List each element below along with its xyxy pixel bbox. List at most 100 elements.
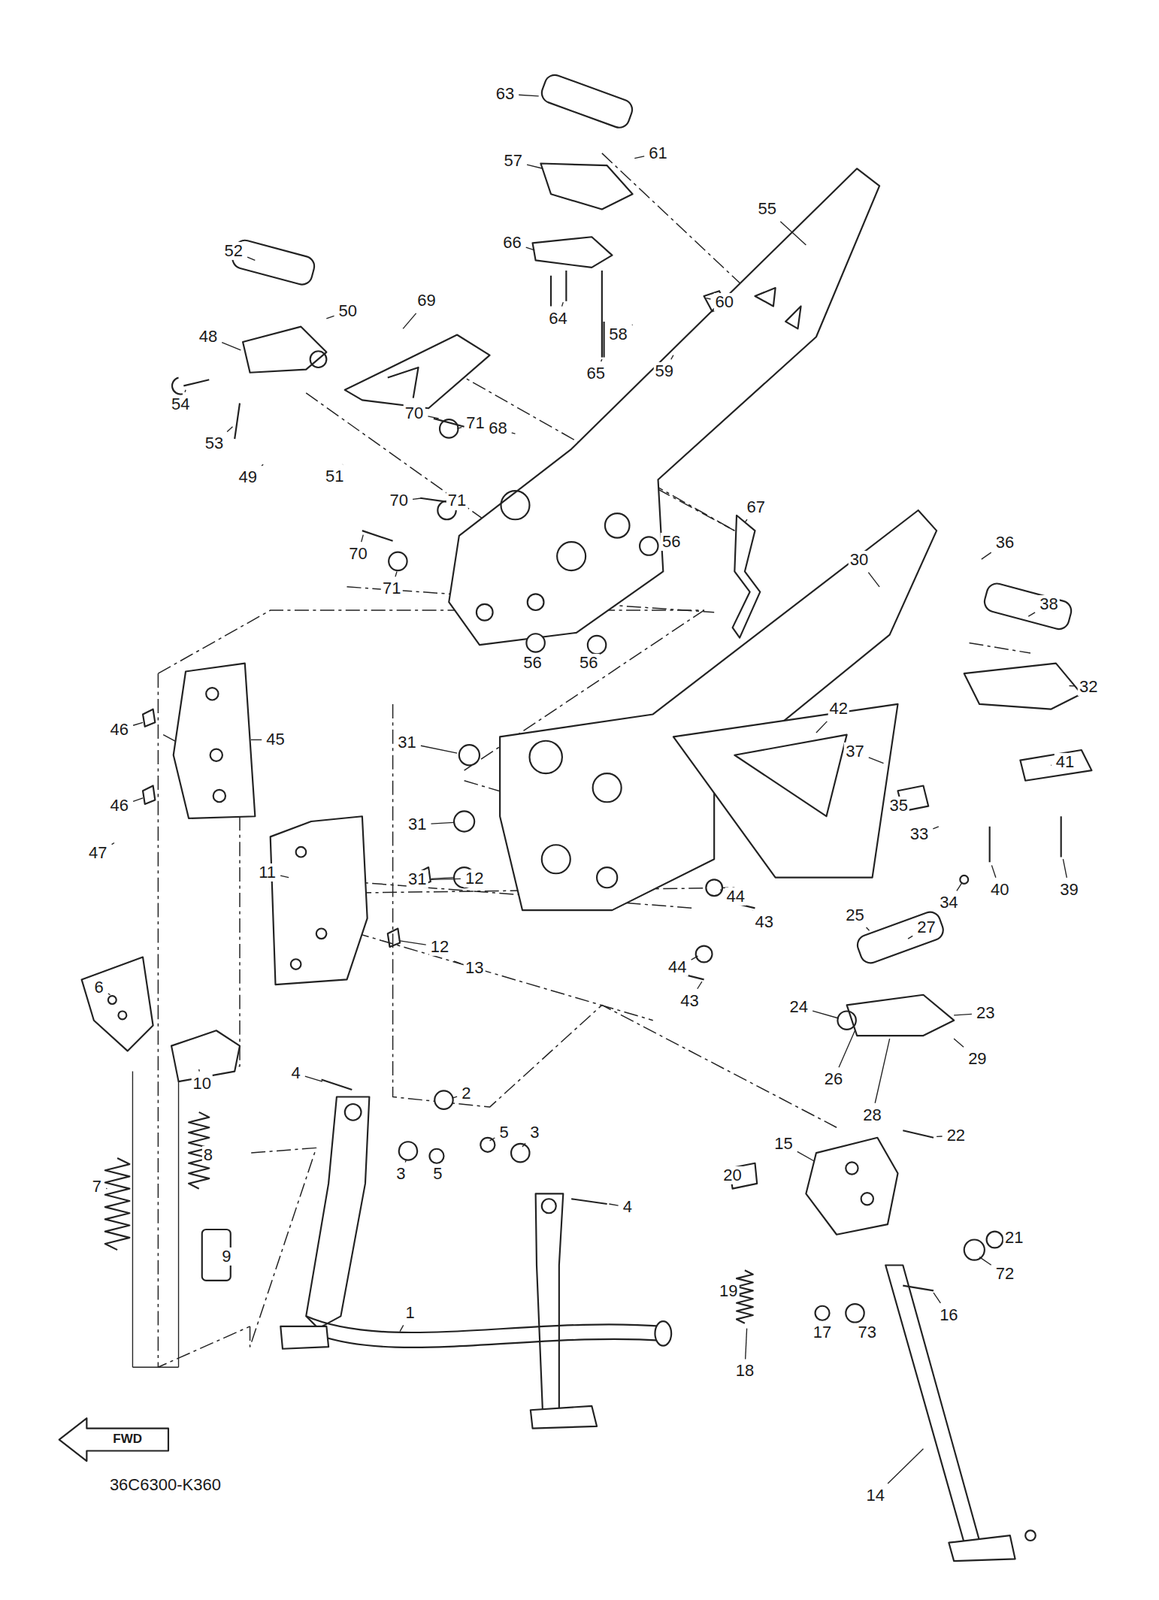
- callout-number: 52: [223, 242, 245, 261]
- callout-number: 70: [387, 491, 409, 510]
- callout-number: 43: [753, 913, 775, 932]
- leader-line: [932, 826, 939, 830]
- callout-number: 31: [406, 870, 428, 889]
- callout-number: 66: [501, 233, 523, 252]
- callout-number: 29: [966, 1050, 988, 1069]
- callout-number: 11: [257, 862, 278, 881]
- leader-line: [226, 426, 233, 433]
- callout-number: 19: [717, 1282, 739, 1301]
- callout-number: 69: [415, 291, 437, 310]
- callout-number: 67: [745, 498, 767, 517]
- callout-number: 9: [220, 1247, 233, 1266]
- callout-number: 25: [844, 905, 866, 924]
- leader-line: [133, 722, 143, 726]
- callout-number: 45: [264, 730, 286, 749]
- callout-number: 42: [828, 699, 850, 718]
- leader-line: [420, 745, 457, 754]
- callout-number: 2: [459, 1084, 473, 1103]
- callout-number: 38: [1037, 594, 1060, 613]
- leader-line: [305, 1076, 323, 1082]
- leader-line: [816, 721, 827, 733]
- callout-number: 37: [844, 742, 866, 761]
- callout-number: 14: [864, 1486, 886, 1505]
- leader-line: [1062, 859, 1067, 878]
- leader-line: [838, 1030, 855, 1068]
- leader-line: [1069, 685, 1075, 687]
- callout-number: 71: [446, 491, 468, 510]
- leader-line: [697, 981, 703, 990]
- callout-number: 31: [406, 815, 428, 834]
- leader-line: [399, 1325, 404, 1332]
- leader-line: [205, 1142, 207, 1144]
- callout-number: 39: [1058, 880, 1080, 899]
- callout-number: 15: [772, 1134, 794, 1153]
- callout-number: 6: [93, 978, 106, 997]
- leader-line: [456, 427, 462, 430]
- callout-number: 16: [938, 1306, 960, 1325]
- leader-line: [430, 878, 461, 881]
- callout-number: 49: [237, 468, 259, 487]
- callout-number: 61: [647, 144, 669, 163]
- leader-line: [868, 572, 880, 588]
- leader-line: [907, 935, 913, 939]
- leader-line: [405, 1160, 406, 1163]
- leader-line: [427, 416, 439, 419]
- callout-number: 35: [888, 796, 910, 815]
- leader-line: [720, 889, 722, 891]
- callout-number: 22: [945, 1126, 967, 1145]
- leader-line: [797, 1151, 815, 1162]
- callout-number: 40: [989, 880, 1011, 899]
- leader-line: [402, 313, 416, 329]
- callout-number: 56: [521, 653, 543, 672]
- callout-number: 70: [403, 404, 425, 423]
- leader-line: [198, 1069, 200, 1072]
- leader-line: [691, 956, 699, 960]
- diagram-code: 36C6300-K360: [108, 1476, 223, 1495]
- callout-number: 56: [577, 653, 600, 672]
- leader-line: [453, 1096, 457, 1099]
- leader-line: [874, 1038, 890, 1104]
- callout-number: 26: [823, 1070, 845, 1089]
- callout-number: 51: [323, 467, 345, 486]
- leader-line: [671, 355, 674, 361]
- callout-number: 60: [714, 293, 736, 312]
- leader-line: [111, 843, 115, 845]
- callout-number: 63: [494, 84, 516, 103]
- callout-number: 58: [607, 325, 629, 344]
- callout-number: 5: [431, 1165, 444, 1184]
- leader-line: [341, 463, 343, 465]
- callout-number: 12: [429, 938, 451, 957]
- leader-line: [280, 875, 289, 878]
- direction-arrow: [59, 1418, 169, 1462]
- leader-line: [490, 1137, 496, 1141]
- leader-line: [518, 94, 539, 97]
- callout-number: 3: [528, 1123, 541, 1142]
- callout-number: 23: [974, 1004, 996, 1023]
- callout-number: 50: [337, 302, 359, 321]
- leader-line: [936, 1135, 942, 1138]
- callout-number: 72: [994, 1264, 1016, 1284]
- callout-number: 64: [547, 308, 569, 327]
- leader-line: [821, 1319, 823, 1321]
- leader-line: [1028, 612, 1035, 617]
- callout-number: 46: [108, 720, 131, 739]
- callout-number: 55: [756, 199, 778, 218]
- leader-line: [399, 941, 427, 945]
- leader-line: [1050, 765, 1052, 767]
- callout-number: 71: [381, 579, 403, 598]
- leader-line: [744, 519, 748, 523]
- leader-line: [866, 927, 870, 931]
- leader-line: [933, 1292, 941, 1304]
- leader-line: [361, 535, 364, 543]
- callout-number: 32: [1077, 677, 1099, 696]
- callout-number: 68: [487, 419, 509, 438]
- callout-number: 47: [87, 844, 109, 863]
- callout-number: 31: [396, 733, 418, 752]
- leader-line: [453, 961, 461, 964]
- callout-number: 10: [191, 1074, 213, 1093]
- callout-number: 41: [1054, 753, 1076, 772]
- callout-number: 73: [856, 1323, 878, 1342]
- callout-number: 13: [463, 959, 485, 978]
- leader-line: [981, 552, 992, 560]
